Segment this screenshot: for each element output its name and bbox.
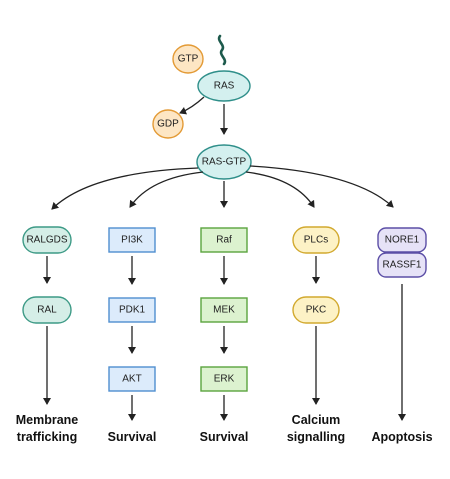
node-ralgds-label: RALGDS	[26, 235, 67, 246]
node-ralgds: RALGDS	[22, 226, 72, 254]
node-rassf1-label: RASSF1	[383, 260, 422, 271]
node-akt-label: AKT	[122, 374, 141, 385]
node-ras-label: RAS	[214, 81, 235, 92]
arrow-rasgtp-to-nore1	[249, 165, 394, 208]
outcome-calcium-line1: Calcium	[292, 413, 341, 427]
node-pi3k: PI3K	[108, 227, 156, 253]
node-erk-label: ERK	[214, 374, 235, 385]
node-ras-gtp: RAS-GTP	[196, 144, 252, 180]
node-raf: Raf	[200, 227, 248, 253]
outcome-membrane-line1: Membrane	[16, 413, 79, 427]
arrow-rasgtp-to-plcs	[245, 171, 315, 208]
node-pkc: PKC	[292, 296, 340, 324]
node-gdp-label: GDP	[157, 119, 179, 130]
node-pi3k-label: PI3K	[121, 235, 143, 246]
node-gtp-label: GTP	[178, 54, 199, 65]
node-pkc-label: PKC	[306, 305, 327, 316]
node-erk: ERK	[200, 366, 248, 392]
node-akt: AKT	[108, 366, 156, 392]
arrow-rasgtp-to-pi3k	[129, 171, 204, 208]
node-plcs: PLCs	[292, 226, 340, 254]
arrow-ras-to-gdp	[179, 96, 205, 115]
outcome-apoptosis: Apoptosis	[371, 430, 432, 444]
arrow-rasgtp-to-ralgds	[51, 167, 199, 210]
node-ras: RAS	[197, 70, 251, 102]
outcome-calcium-line2: signalling	[287, 430, 345, 444]
node-nore1: NORE1	[377, 227, 427, 253]
node-rassf1: RASSF1	[377, 252, 427, 278]
node-mek-label: MEK	[213, 305, 235, 316]
node-ral-label: RAL	[37, 305, 57, 316]
node-ras-gtp-label: RAS-GTP	[202, 157, 247, 168]
outcome-membrane-line2: trafficking	[17, 430, 77, 444]
node-pdk1: PDK1	[108, 297, 156, 323]
membrane-anchor-squiggle	[217, 34, 227, 66]
node-mek: MEK	[200, 297, 248, 323]
node-pdk1-label: PDK1	[119, 305, 146, 316]
node-nore1-label: NORE1	[385, 235, 420, 246]
node-plcs-label: PLCs	[304, 235, 328, 246]
node-gdp: GDP	[152, 109, 184, 139]
outcome-survival-2: Survival	[200, 430, 249, 444]
node-raf-label: Raf	[216, 235, 232, 246]
outcome-survival-1: Survival	[108, 430, 157, 444]
node-ral: RAL	[22, 296, 72, 324]
node-gtp: GTP	[172, 44, 204, 74]
